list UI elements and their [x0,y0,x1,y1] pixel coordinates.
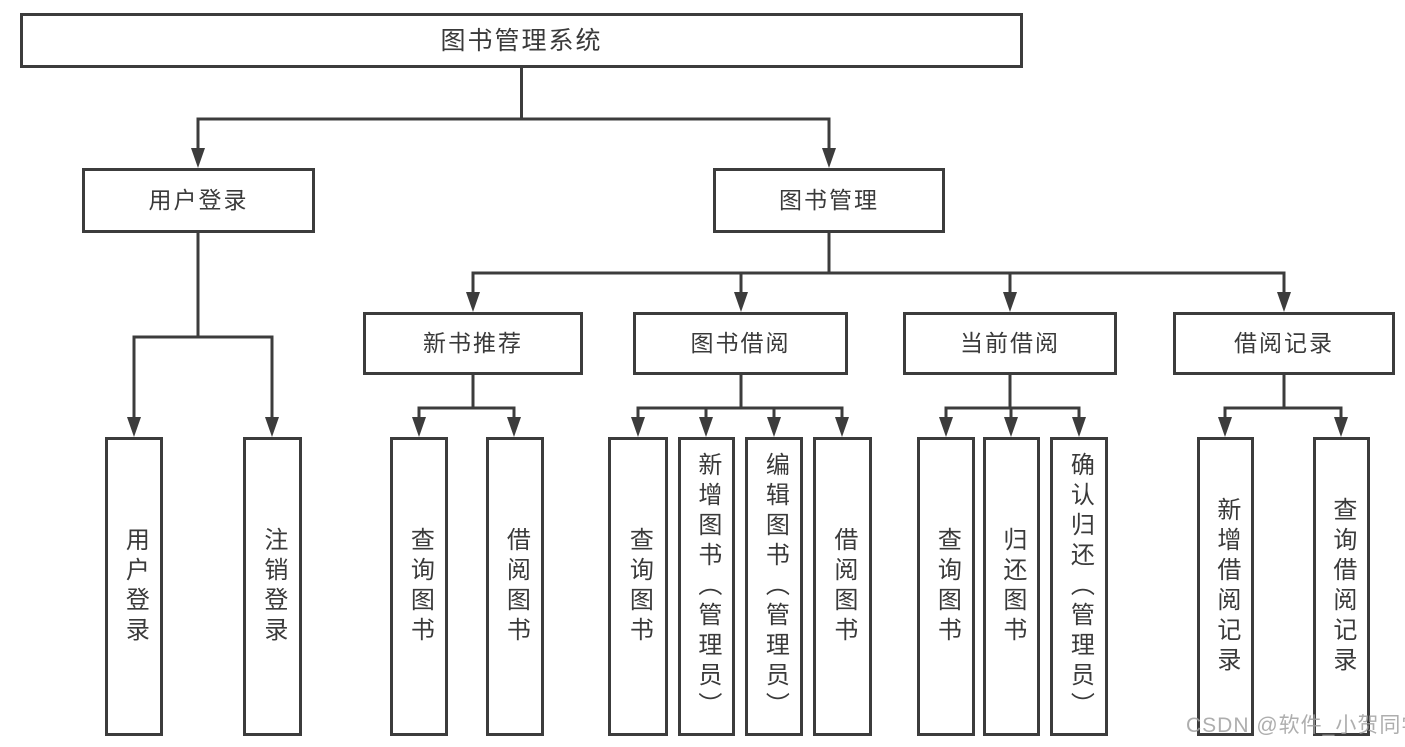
arrow-icon [1004,417,1018,437]
arrow-icon [1277,292,1291,312]
leaf-return-books: 归还图书 [983,437,1040,736]
leaf-query-borrow-record: 查询借阅记录 [1313,437,1370,736]
arrow-icon [1334,417,1348,437]
arrow-icon [822,148,836,168]
arrow-icon [939,417,953,437]
arrow-icon [507,417,521,437]
arrow-icon [767,417,781,437]
leaf-query-books-borrow: 查询图书 [608,437,668,736]
node-book-borrowing: 图书借阅 [633,312,848,375]
arrow-icon [1218,417,1232,437]
arrow-icon [1003,292,1017,312]
arrow-icon [265,417,279,437]
node-library-management-system: 图书管理系统 [20,13,1023,68]
leaf-edit-books-admin: 编辑图书（管理员） [745,437,803,736]
leaf-logout: 注销登录 [243,437,302,736]
arrow-icon [191,148,205,168]
leaf-borrow-books: 借阅图书 [813,437,872,736]
arrow-icon [466,292,480,312]
arrow-icon [631,417,645,437]
arrow-icon [734,292,748,312]
leaf-add-books-admin: 新增图书（管理员） [678,437,735,736]
arrow-icon [1072,417,1086,437]
node-borrowing-records: 借阅记录 [1173,312,1395,375]
arrow-icon [835,417,849,437]
node-user-login-group: 用户登录 [82,168,315,233]
arrow-icon [412,417,426,437]
node-new-book-recommendation: 新书推荐 [363,312,583,375]
leaf-borrow-books-recommend: 借阅图书 [486,437,544,736]
leaf-add-borrow-record: 新增借阅记录 [1197,437,1254,736]
node-book-management: 图书管理 [713,168,945,233]
leaf-user-login: 用户登录 [105,437,163,736]
arrow-icon [699,417,713,437]
leaf-query-books-current: 查询图书 [917,437,975,736]
arrow-icon [127,417,141,437]
arrowheads [127,148,1348,437]
leaf-query-books-recommend: 查询图书 [390,437,448,736]
leaf-confirm-return-admin: 确认归还（管理员） [1050,437,1108,736]
node-current-borrowing: 当前借阅 [903,312,1117,375]
connector-paths [132,66,1343,423]
